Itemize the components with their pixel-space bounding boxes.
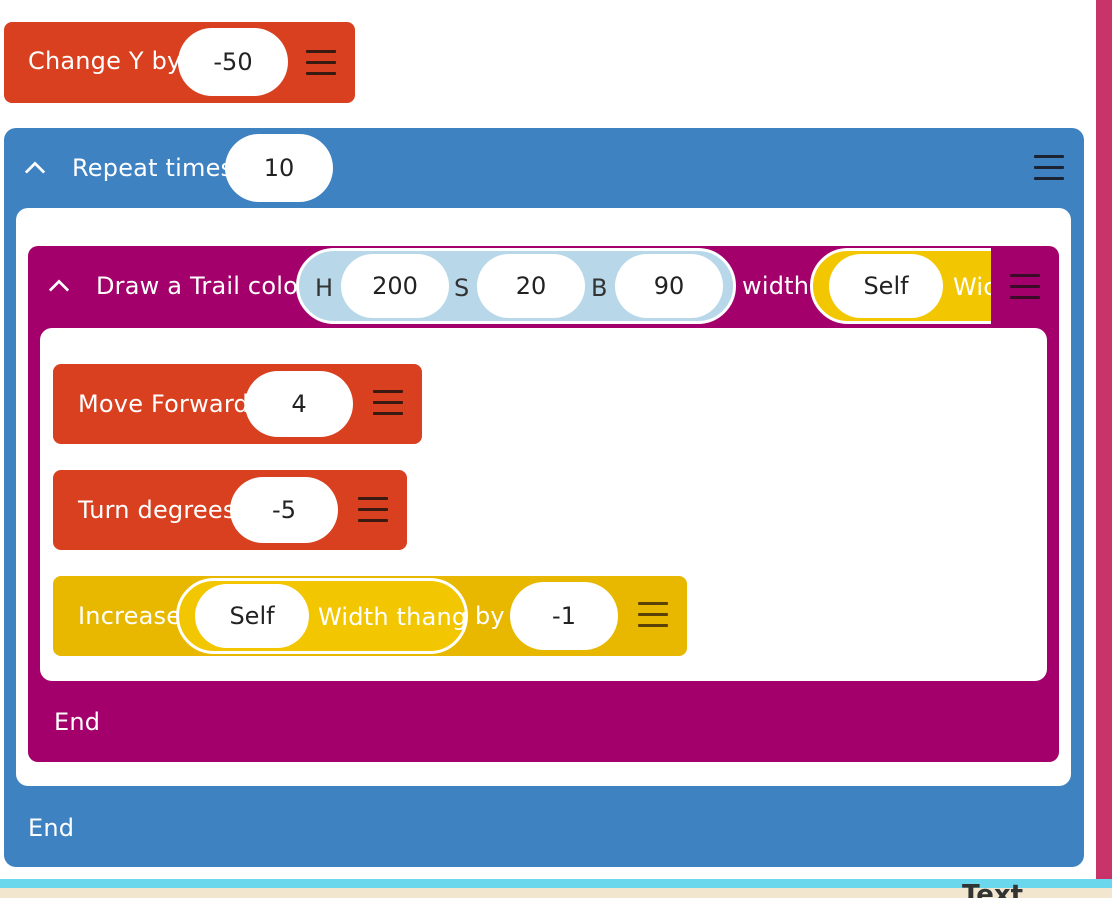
hamburger-menu-icon[interactable]	[373, 390, 403, 416]
draw-trail-label: Draw a Trail color	[96, 272, 309, 300]
move-forward-value-input[interactable]: 4	[245, 371, 353, 437]
width-object-select[interactable]: Self	[829, 254, 943, 318]
saturation-value-input[interactable]: 20	[477, 254, 585, 318]
chevron-up-icon[interactable]	[24, 157, 46, 179]
turn-label: Turn degrees	[78, 496, 236, 524]
brightness-label: B	[591, 274, 608, 302]
change-y-block[interactable]: Change Y by -50	[4, 22, 355, 103]
saturation-label: S	[454, 274, 470, 302]
move-forward-label: Move Forward	[78, 390, 249, 418]
increase-by-label: by	[475, 602, 505, 630]
change-y-value-input[interactable]: -50	[178, 28, 288, 96]
increase-property-label: Width thang	[318, 603, 468, 631]
trail-color-hsb-group[interactable]: H 200 S 20 B 90	[296, 248, 736, 324]
chevron-up-icon[interactable]	[48, 275, 70, 297]
increase-value-input[interactable]: -1	[510, 582, 618, 650]
turn-value-input[interactable]: -5	[230, 477, 338, 543]
text-tab-label[interactable]: Text	[962, 880, 1024, 898]
width-variable-clip: Self Wic	[810, 248, 991, 324]
hamburger-menu-icon[interactable]	[306, 50, 336, 76]
increase-object-select[interactable]: Self	[195, 584, 309, 648]
scroll-edge-bar	[1096, 0, 1112, 880]
hamburger-menu-icon[interactable]	[1034, 155, 1064, 181]
repeat-count-input[interactable]: 10	[225, 134, 333, 202]
repeat-end-label: End	[28, 814, 75, 842]
bottom-toolbar-edge	[0, 879, 1112, 888]
brightness-value-input[interactable]: 90	[615, 254, 723, 318]
repeat-label: Repeat times	[72, 154, 234, 182]
hamburger-menu-icon[interactable]	[1010, 274, 1040, 300]
width-variable-group[interactable]: Self Wic	[810, 248, 991, 324]
draw-trail-end-label: End	[54, 708, 101, 736]
width-label: width	[742, 272, 810, 300]
change-y-label: Change Y by	[28, 47, 182, 75]
increase-block[interactable]: Increase Self Width thang by -1	[53, 576, 687, 656]
move-forward-block[interactable]: Move Forward 4	[53, 364, 422, 444]
hue-value-input[interactable]: 200	[341, 254, 449, 318]
turn-block[interactable]: Turn degrees -5	[53, 470, 407, 550]
hue-label: H	[315, 274, 334, 302]
width-property-label: Wic	[953, 273, 991, 301]
bottom-toolbar-area	[0, 888, 1112, 898]
increase-label: Increase	[78, 602, 182, 630]
increase-variable-group[interactable]: Self Width thang	[176, 578, 468, 654]
hamburger-menu-icon[interactable]	[638, 602, 668, 628]
hamburger-menu-icon[interactable]	[358, 497, 388, 523]
